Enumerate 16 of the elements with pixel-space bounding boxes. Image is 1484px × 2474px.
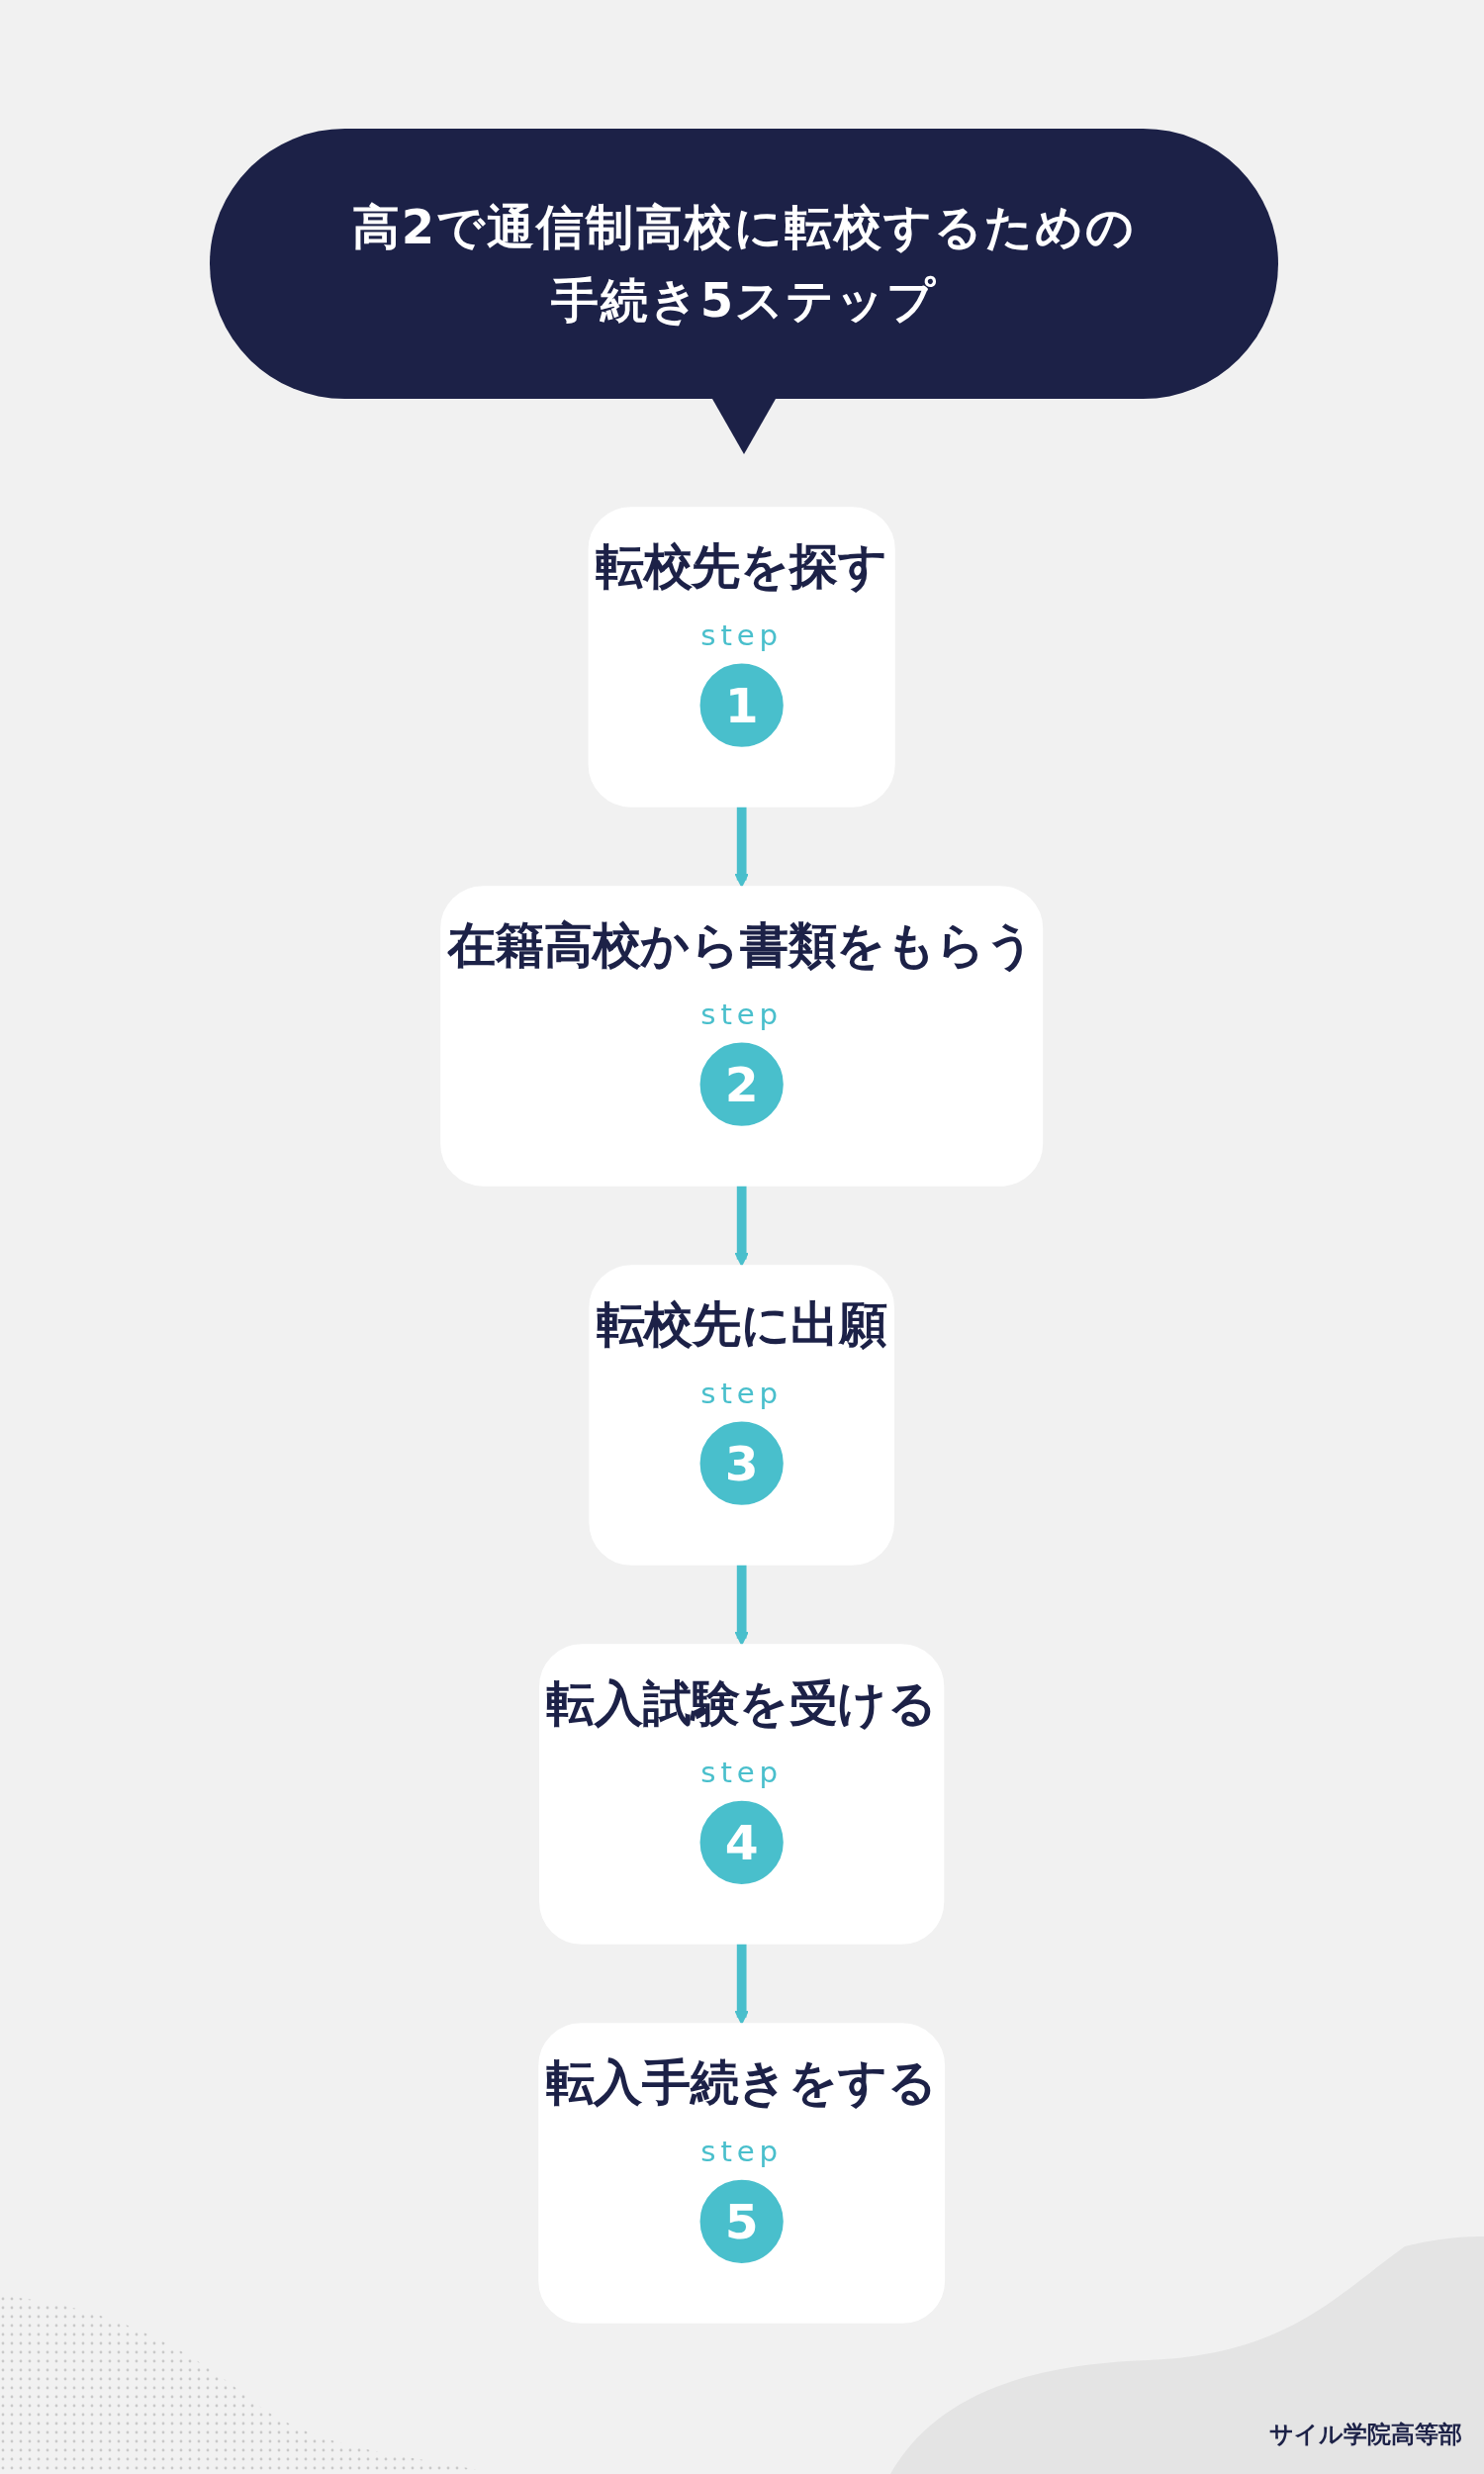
title-speech-bubble: 高2で通信制高校に転校するための手続き5ステップ	[210, 129, 1278, 399]
node-circle: 5	[699, 2179, 785, 2263]
arrow	[734, 1564, 750, 1646]
node-circle: 3	[699, 1421, 785, 1505]
step-text: step	[700, 618, 784, 652]
arrow	[734, 1185, 750, 1267]
node-circle: 4	[699, 1800, 785, 1884]
node-circle: 2	[699, 1042, 785, 1126]
node-circle: 1	[699, 663, 785, 747]
arrow	[734, 1943, 750, 2025]
step-text: step	[700, 997, 784, 1031]
credit-text: サイル学院高等部	[1269, 2420, 1462, 2450]
step-text: step	[700, 1376, 784, 1410]
step-text: step	[700, 2135, 784, 2168]
arrow	[734, 806, 750, 888]
step-text: step	[700, 1755, 784, 1789]
